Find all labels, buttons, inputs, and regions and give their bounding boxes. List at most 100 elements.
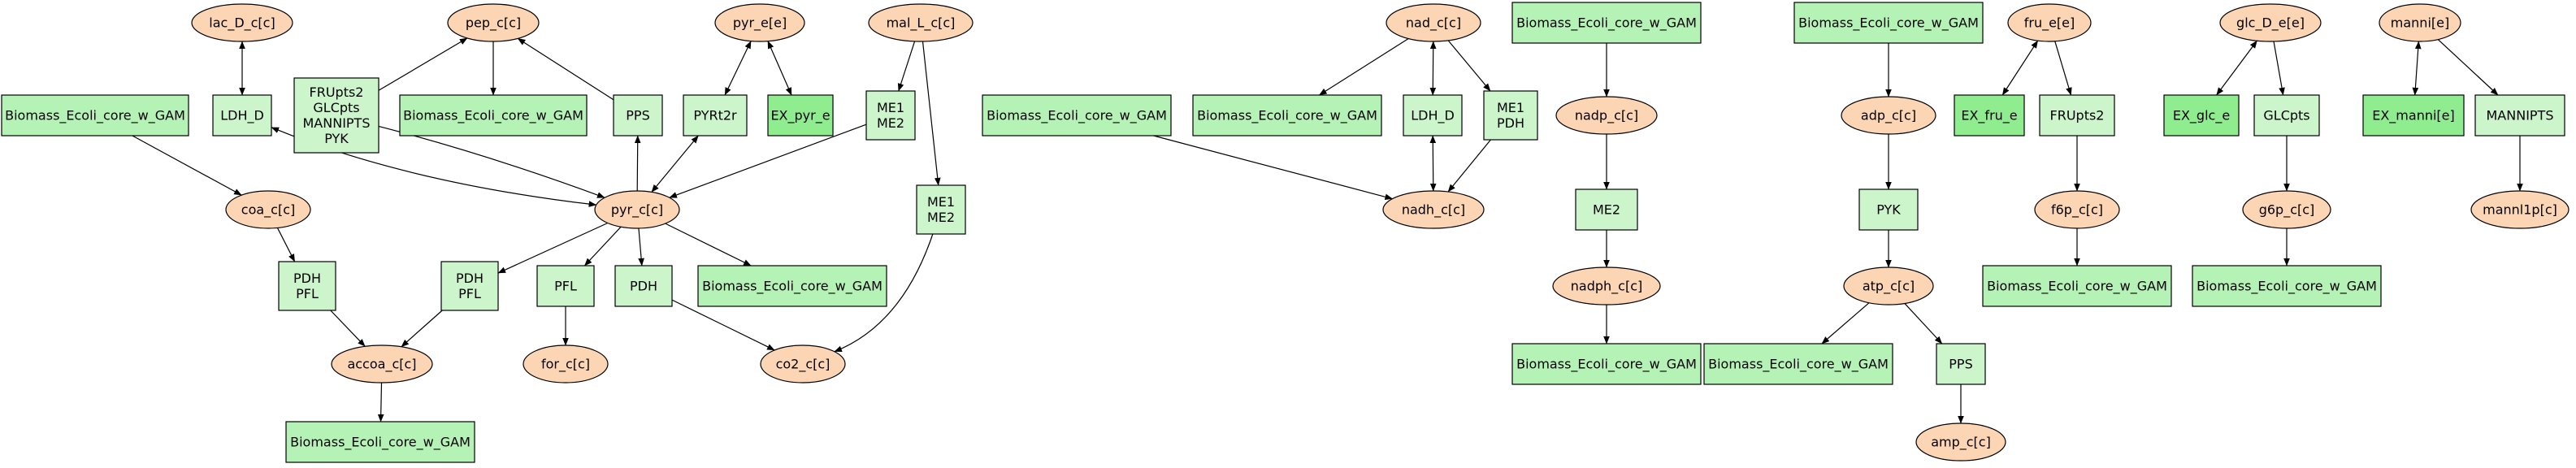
node-label: FRUpts2 — [310, 84, 364, 100]
node-biomass-l-biomass-reaction: Biomass_Ecoli_core_w_GAM — [2192, 265, 2382, 307]
node-label: nad_c[c] — [1406, 15, 1461, 32]
node-pfl-reaction: PFL — [536, 265, 595, 307]
node-mal-L-c-metabolite: mal_L_c[c] — [868, 3, 974, 42]
node-f6p-c-metabolite: f6p_c[c] — [2034, 190, 2120, 229]
node-label: pyr_e[e] — [733, 15, 787, 32]
node-label: Biomass_Ecoli_core_w_GAM — [290, 435, 471, 451]
metabolite-shape — [1552, 266, 1661, 306]
node-label: lac_D_c[c] — [209, 15, 275, 32]
metabolite-shape — [1843, 266, 1934, 306]
node-label: PDH — [630, 279, 657, 294]
node-label: g6p_c[c] — [2259, 202, 2315, 219]
node-pep-c-metabolite: pep_c[c] — [447, 3, 540, 42]
edge-biomass_a-to-coa_c — [132, 135, 242, 196]
reaction-shape — [1575, 188, 1638, 231]
metabolite-shape — [714, 3, 805, 42]
node-label: ME2 — [1593, 202, 1620, 218]
edge-atp_c-to-pps_b — [1904, 303, 1943, 344]
node-label: fru_e[e] — [2024, 15, 2075, 32]
edge-coa_c-to-pdh_pfl_a — [276, 228, 296, 262]
node-ex-glc-e-exchange-reaction: EX_glc_e — [2163, 94, 2240, 136]
node-label: MANNIPTS — [2487, 108, 2554, 124]
biomass-reaction-shape — [1793, 2, 1984, 44]
node-me2-reaction: ME2 — [1575, 188, 1638, 231]
reaction-shape — [2253, 94, 2320, 136]
node-biomass-i-biomass-reaction: Biomass_Ecoli_core_w_GAM — [1793, 2, 1984, 44]
metabolite-shape — [2219, 3, 2322, 42]
metabolite-shape — [2007, 3, 2092, 42]
node-label: co2_c[c] — [776, 357, 830, 373]
metabolite-shape — [1841, 96, 1936, 135]
edge-biomass_e-to-nadh_c — [1153, 135, 1393, 201]
node-label: nadp_c[c] — [1575, 108, 1638, 124]
edge-multi_transport-to-pyr_c — [378, 125, 605, 198]
edge-pyr_c-to-pdh_pfl_b — [497, 222, 609, 274]
edge-multi_transport-to-pep_c — [378, 37, 468, 91]
node-label: GLCpts — [313, 100, 359, 115]
reaction-shape — [293, 77, 379, 154]
node-biomass-b-biomass-reaction: Biomass_Ecoli_core_w_GAM — [399, 94, 588, 136]
node-label: PPS — [626, 108, 649, 124]
biomass-reaction-shape — [1192, 94, 1382, 136]
edge-nad_c-to-me1_pdh — [1447, 40, 1491, 92]
node-biomass-f-biomass-reaction: Biomass_Ecoli_core_w_GAM — [1192, 94, 1382, 136]
edge-manni_e-to-mannipts — [2437, 39, 2499, 96]
reaction-shape — [916, 184, 966, 235]
node-label: PDH — [293, 271, 321, 286]
metabolite-shape — [1386, 3, 1481, 42]
node-label: pep_c[c] — [466, 15, 521, 32]
node-label: mannl1p[c] — [2483, 202, 2557, 218]
edge-pps_a-to-pep_c — [517, 37, 614, 101]
node-biomass-h-biomass-reaction: Biomass_Ecoli_core_w_GAM — [1511, 343, 1702, 385]
node-biomass-k-biomass-reaction: Biomass_Ecoli_core_w_GAM — [1982, 265, 2172, 307]
node-label: PYRt2r — [693, 108, 737, 124]
node-label: EX_fru_e — [1961, 108, 2017, 124]
node-biomass-g-biomass-reaction: Biomass_Ecoli_core_w_GAM — [1511, 2, 1702, 44]
node-label: accoa_c[c] — [347, 357, 416, 373]
edge-ex_fru_e-to-fru_e — [2001, 40, 2039, 96]
node-label: PYK — [324, 131, 349, 146]
node-label: Biomass_Ecoli_core_w_GAM — [1516, 357, 1697, 373]
reaction-shape — [536, 265, 595, 307]
exchange-reaction-shape — [2362, 94, 2465, 136]
edge-ex_glc_e-to-glc_D_e — [2216, 40, 2257, 96]
biomass-reaction-shape — [697, 265, 887, 307]
edge-me_b-to-co2_c — [834, 233, 934, 353]
node-ex-manni-e-exchange-reaction: EX_manni[e] — [2362, 94, 2465, 136]
node-pyr-c-metabolite: pyr_c[c] — [594, 190, 680, 229]
metabolite-shape — [447, 3, 540, 42]
reaction-shape — [212, 94, 272, 136]
edge-pyr_c-to-pdh — [638, 228, 644, 266]
reaction-shape — [614, 265, 673, 307]
reaction-shape — [1858, 188, 1919, 231]
node-label: Biomass_Ecoli_core_w_GAM — [702, 279, 883, 295]
edge-accoa_c-to-biomass_d — [377, 382, 384, 422]
node-label: pyr_c[c] — [611, 202, 663, 219]
metabolite-shape — [1915, 422, 2006, 462]
biomass-reaction-shape — [1703, 343, 1893, 385]
node-label: Biomass_Ecoli_core_w_GAM — [1987, 279, 2167, 295]
node-pyrt2r-reaction: PYRt2r — [683, 94, 748, 136]
node-label: EX_glc_e — [2173, 108, 2230, 124]
node-label: PYK — [1876, 202, 1901, 218]
node-pps-b-reaction: PPS — [1936, 343, 1986, 385]
node-label: Biomass_Ecoli_core_w_GAM — [1798, 15, 1979, 32]
reaction-shape — [440, 261, 499, 311]
node-label: for_c[c] — [541, 357, 590, 373]
node-pyk-reaction: PYK — [1858, 188, 1919, 231]
biomass-reaction-shape — [1511, 2, 1702, 44]
node-label: LDH_D — [1411, 108, 1455, 124]
node-ldh-d-b-reaction: LDH_D — [1403, 94, 1463, 136]
node-glc-D-e-metabolite: glc_D_e[e] — [2219, 3, 2322, 42]
biomass-reaction-shape — [399, 94, 588, 136]
node-nad-c-metabolite: nad_c[c] — [1386, 3, 1481, 42]
reaction-shape — [2039, 94, 2115, 136]
edge-pdh-to-co2_c — [671, 299, 775, 351]
node-label: Biomass_Ecoli_core_w_GAM — [403, 108, 583, 124]
node-label: adp_c[c] — [1861, 108, 1916, 124]
